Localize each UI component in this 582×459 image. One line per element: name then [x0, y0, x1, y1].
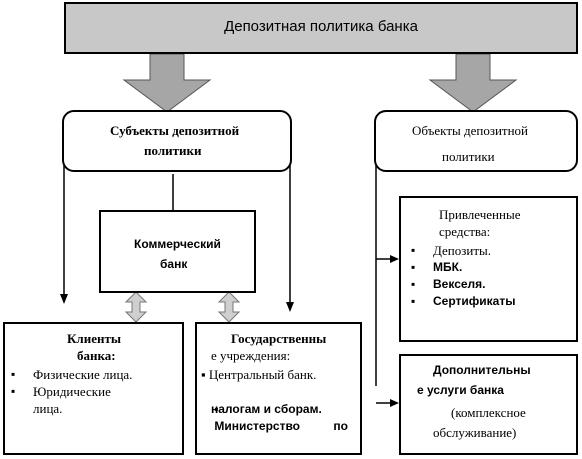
- subjects-line1: Субъекты депозитной: [110, 123, 240, 138]
- bank-line1: Коммерческий: [134, 237, 221, 251]
- attracted-list: Депозиты. МБК. Векселя. Сертификаты: [407, 242, 515, 310]
- list-item: Векселя.: [407, 276, 515, 293]
- clients-line2: банка:: [77, 348, 116, 363]
- list-item: Сертификаты: [407, 293, 515, 310]
- attracted-box: Привлеченные средства: Депозиты. МБК. Ве…: [399, 196, 578, 342]
- list-item: МБК.: [407, 259, 515, 276]
- subjects-line2: политики: [144, 143, 202, 158]
- government-line2: е учреждения:: [211, 348, 291, 363]
- government-box: Государственны е учреждения: ▪ Центральн…: [195, 322, 362, 455]
- additional-line1: Дополнительны: [433, 363, 531, 377]
- objects-box: Объекты депозитной политики: [374, 110, 578, 172]
- list-item: Юридические: [7, 383, 132, 400]
- additional-line2: е услуги банка: [417, 383, 504, 397]
- attracted-line2: средства:: [439, 224, 491, 239]
- diagram-title: Депозитная политика банка: [224, 18, 418, 35]
- government-item2: ▪ Министерство по: [214, 402, 348, 433]
- title-bar: Депозитная политика банка: [64, 2, 578, 54]
- government-line1: Государственны: [231, 331, 327, 346]
- bullet-icon: ▪: [214, 402, 219, 416]
- attracted-line1: Привлеченные: [439, 207, 521, 222]
- double-arrow-government: [217, 291, 241, 323]
- additional-line4: обслуживание): [433, 425, 517, 440]
- objects-line1: Объекты депозитной: [412, 123, 529, 138]
- bullet-icon: ▪: [201, 367, 206, 382]
- additional-line3: (комплексное: [451, 405, 526, 420]
- bank-line2: банк: [160, 257, 188, 271]
- subjects-box: Субъекты депозитной политики: [62, 110, 292, 172]
- list-item: Физические лица.: [7, 366, 132, 383]
- clients-line1: Клиенты: [67, 331, 122, 346]
- government-item1: ▪ Центральный банк.: [201, 367, 317, 382]
- clients-list: Физические лица. Юридические: [7, 366, 132, 400]
- big-arrow-left: [122, 53, 212, 113]
- double-arrow-clients: [124, 291, 148, 323]
- clients-box: Клиенты банка: Физические лица. Юридичес…: [3, 322, 184, 455]
- additional-box: Дополнительны е услуги банка (комплексно…: [399, 354, 578, 455]
- big-arrow-right: [428, 53, 518, 113]
- objects-line2: политики: [442, 149, 495, 164]
- government-item2-continuation: налогам и сборам.: [211, 402, 322, 416]
- clients-item-continuation: лица.: [33, 401, 63, 416]
- list-item: Депозиты.: [407, 242, 515, 259]
- bank-box: Коммерческий банк: [99, 210, 256, 293]
